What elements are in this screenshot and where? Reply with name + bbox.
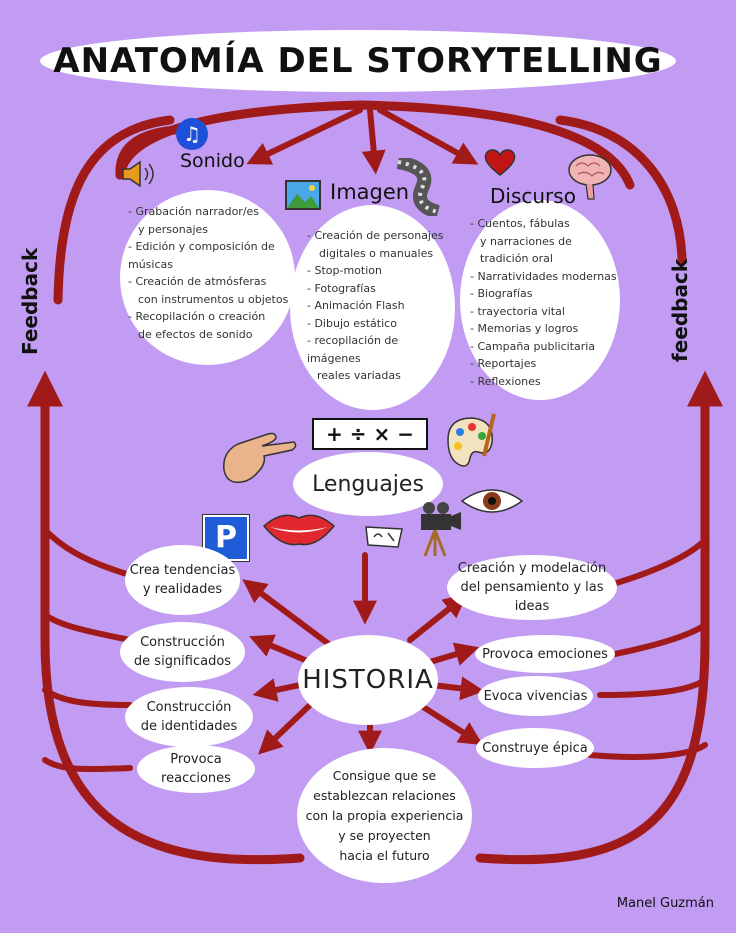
node-evoca-vivencias: Evoca vivencias <box>478 676 593 716</box>
list-item: - Reflexiones <box>470 374 541 388</box>
list-item: - Grabación narrador/es <box>128 205 260 218</box>
speech-sticker-icon <box>362 523 406 551</box>
list-item: - Memorias y logros <box>470 322 579 335</box>
right-loop-line <box>475 370 723 865</box>
arrow-to-discurso <box>377 107 479 165</box>
parking-sign-icon: P <box>202 514 250 562</box>
top-left-head <box>115 125 180 180</box>
feedback-right-label: feedback <box>668 258 692 362</box>
list-item: y personajes <box>138 222 209 236</box>
list-item: de efectos de sonido <box>138 327 253 341</box>
node-crea-tendencias: Crea tendencias y realidades <box>125 545 240 615</box>
list-item: - Dibujo estático <box>307 316 397 330</box>
list-item: - Reportajes <box>470 357 537 370</box>
sonido-oval <box>120 190 295 365</box>
right-top-curve <box>555 115 687 265</box>
node-provoca-reacciones: Provoca reacciones <box>137 745 255 793</box>
music-note-icon: ♫ <box>176 118 208 150</box>
node-creacion-modelacion: Creación y modelación del pensamiento y … <box>447 555 617 620</box>
node-consigue-relaciones: Consigue que se establezcan relaciones c… <box>297 748 472 883</box>
left-top-curve <box>53 115 175 305</box>
list-item: - Creación de atmósferas <box>128 275 267 288</box>
list-item: - Edición y composición de músicas <box>128 240 275 271</box>
landscape-photo-icon <box>285 180 321 210</box>
list-item: - Creación de personajes <box>307 229 444 242</box>
lips-icon <box>262 508 336 548</box>
list-item: reales variadas <box>317 369 401 382</box>
list-item: con instrumentos u objetos <box>138 292 289 306</box>
list-item: y narraciones de <box>480 234 572 248</box>
list-item: - Cuentos, fábulas <box>470 217 570 230</box>
list-item: - Recopilación o creación <box>128 310 266 323</box>
main-title: ANATOMÍA DEL STORYTELLING <box>40 30 676 92</box>
discurso-oval <box>460 200 620 400</box>
movie-camera-icon <box>415 500 463 558</box>
node-construye-epica: Construye épica <box>476 728 594 768</box>
eye-icon <box>460 483 524 523</box>
node-construccion-significados: Construcción de significados <box>120 622 245 682</box>
palette-icon <box>442 412 502 474</box>
node-construccion-identidades: Construcción de identidades <box>125 687 253 747</box>
feedback-left-label: Feedback <box>18 247 42 355</box>
list-item: - Animación Flash <box>307 299 405 312</box>
pointing-hand-icon <box>218 430 298 490</box>
list-item: - Biografías <box>470 287 533 300</box>
category-discurso-label: Discurso <box>490 184 576 208</box>
author-signature: Manel Guzmán <box>616 896 714 911</box>
film-strip-icon <box>392 155 444 219</box>
sonido-items: - Grabación narrador/es y personajes - E… <box>128 203 303 343</box>
list-item: - Stop-motion <box>307 264 382 277</box>
list-item: - Fotografías <box>307 281 376 295</box>
historia-oval: HISTORIA <box>298 635 438 725</box>
math-symbols-box: + ÷ × − <box>312 418 428 450</box>
list-item: - Narratividades modernas <box>470 269 617 283</box>
arrow-to-imagen <box>361 107 386 175</box>
heart-icon <box>483 147 517 177</box>
node-provoca-emociones: Provoca emociones <box>475 635 615 673</box>
list-item: - trayectoria vital <box>470 304 565 318</box>
category-sonido-label: Sonido <box>180 150 245 172</box>
arrow-to-sonido <box>246 107 363 165</box>
brain-icon <box>566 152 614 202</box>
list-item: tradición oral <box>480 252 553 265</box>
list-item: - recopilación de imágenes <box>307 334 399 365</box>
list-item: - Campaña publicitaria <box>470 339 596 353</box>
top-arc-arrow <box>115 100 635 190</box>
lenguajes-oval: Lenguajes <box>293 452 443 516</box>
category-imagen-label: Imagen <box>330 180 410 204</box>
speaker-icon <box>120 160 164 188</box>
list-item: digitales o manuales <box>319 246 434 260</box>
imagen-items: - Creación de personajes digitales o man… <box>307 227 455 385</box>
imagen-oval <box>290 205 455 410</box>
discurso-items: - Cuentos, fábulas y narraciones de trad… <box>470 215 620 390</box>
